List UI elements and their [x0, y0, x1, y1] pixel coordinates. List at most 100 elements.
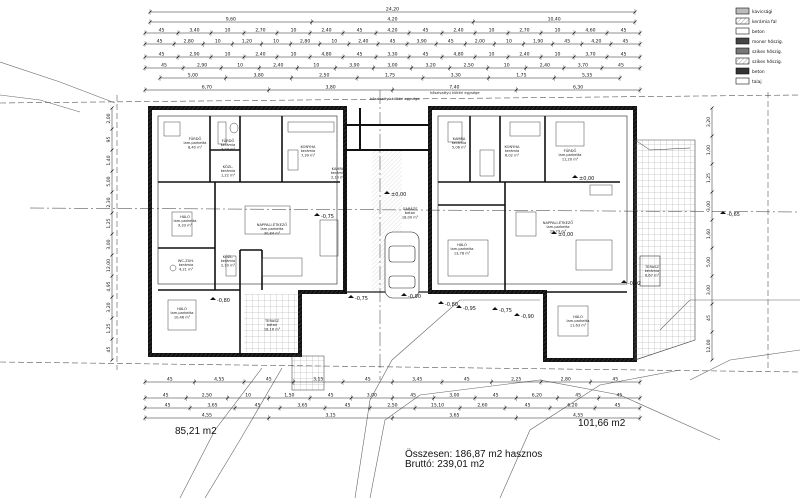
room-text: 18,00 m²	[402, 215, 419, 219]
dimension-label: 45	[564, 38, 570, 44]
legend-swatch	[735, 27, 750, 35]
dimension-label: 1,25	[106, 323, 112, 333]
dimension-label: 2,25	[511, 376, 521, 382]
room-text: lam.parketta	[171, 311, 194, 315]
dimension-label: 3,80	[253, 72, 263, 78]
dimension-label: 45	[357, 51, 363, 57]
legend-item: beton	[735, 67, 765, 75]
dimension-label: 3,30	[451, 72, 461, 78]
room-text: kerámia	[179, 263, 194, 267]
dimension-label: 3,00	[106, 239, 112, 249]
room-text: WC-ZUH.	[178, 259, 194, 263]
level-marker-icon	[492, 307, 498, 310]
dimension-label: 1,25	[106, 218, 112, 228]
dimension-label: 45	[621, 51, 627, 57]
room-text: TERASZ	[644, 265, 660, 269]
left-terrace-tiles	[244, 294, 300, 352]
dimension-label: 10	[273, 38, 279, 44]
terrain-lines	[0, 61, 800, 498]
dimension-label: 1,75	[516, 72, 526, 78]
dimension-label: 45	[423, 27, 429, 33]
legend-item: szikes hőszig.	[735, 47, 782, 55]
room-text: 2,10 m²	[331, 175, 346, 179]
room-text: KAMRA	[332, 167, 345, 171]
dimension-label: 45	[621, 27, 627, 33]
level-value: -0,65	[727, 212, 740, 218]
legend-label: beton	[752, 29, 765, 35]
room-text: beton	[405, 211, 415, 215]
legend-swatch-hatch	[736, 58, 749, 64]
room-text: kerámia	[221, 259, 236, 263]
legend-item: kerámia fal	[735, 17, 777, 25]
dimension-label: 2,90	[189, 51, 199, 57]
dimension-label: 45	[266, 376, 272, 382]
dimension-label: 4,95	[106, 281, 112, 291]
room-text: kerámia	[331, 171, 346, 175]
dimension-label: 2,40	[321, 27, 331, 33]
room-text: lam.parketta	[559, 153, 582, 157]
room-text: beton	[267, 323, 277, 327]
room-text: KONYHA	[300, 145, 316, 149]
level-markers: ±0,00-0,75±0,00-0,80-0,90-0,95-0,75-0,80…	[210, 175, 740, 320]
left-dimension-chain: 2,00951,405,002,301,253,0012,004,953,201…	[106, 106, 114, 362]
level-marker-icon	[456, 305, 462, 308]
legend-swatch	[735, 7, 750, 15]
room-text: kerámia	[221, 143, 236, 147]
dimension-label: 10	[506, 38, 512, 44]
level-marker-icon	[572, 175, 578, 178]
room-text: lam.parketta	[261, 227, 284, 231]
room-text: NAPPALI-ÉTKEZŐ	[543, 220, 574, 225]
room-text: KÖZL.	[223, 254, 234, 259]
room-text: kerámia	[221, 169, 236, 173]
dimension-label: 3,65	[449, 412, 459, 418]
room-text: NAPPALI-ÉTKEZŐ	[257, 222, 288, 227]
dimension-label: 1,75	[385, 72, 395, 78]
dimension-label: 3,80	[326, 84, 336, 90]
room-text: TERASZ	[264, 319, 280, 323]
legend-label: talaj	[752, 79, 762, 85]
dimension-label: 45	[161, 62, 167, 68]
dimension-label: 4,55	[202, 412, 212, 418]
left-area-label: 85,21 m2	[175, 426, 217, 437]
level-value: -0,75	[355, 296, 368, 302]
dimension-label: 45	[616, 392, 622, 398]
dimension-label: 10,40	[548, 16, 561, 22]
dimension-label: 10	[237, 62, 243, 68]
room-text: KAMRA	[453, 137, 466, 141]
dimension-label: 2,30	[106, 197, 112, 207]
legend-item: szikes hőszig.	[735, 57, 782, 65]
dimension-label: 6,70	[202, 84, 212, 90]
room-text: kerámia	[505, 149, 520, 153]
dimension-label: 2,40	[519, 51, 529, 57]
level-marker-icon	[438, 301, 444, 304]
dimension-label: 2,80	[561, 376, 571, 382]
dimension-label: 2,70	[519, 27, 529, 33]
room-text: HÁLÓ	[177, 306, 187, 311]
dimension-label: 45	[623, 38, 629, 44]
dimension-label: 2,00	[106, 113, 112, 123]
dimension-label: 6,30	[573, 84, 583, 90]
boundary-line-bottom	[0, 361, 800, 373]
dimension-label: 3,30	[387, 51, 397, 57]
legend-swatch	[735, 67, 750, 75]
legend-swatch	[735, 47, 750, 55]
dimension-label: 3,00	[706, 201, 712, 211]
dimension-label: 3,15	[326, 412, 336, 418]
dimension-label: 9,60	[226, 16, 236, 22]
legend-label: szikes hőszig.	[752, 49, 782, 55]
dimension-label: 45	[448, 38, 454, 44]
dimension-label: 3,70	[585, 51, 595, 57]
dimension-label: 7,40	[449, 84, 459, 90]
room-text: 9,33 m²	[178, 223, 193, 227]
dimension-label: 10	[331, 38, 337, 44]
dimension-label: 4,20	[387, 16, 397, 22]
